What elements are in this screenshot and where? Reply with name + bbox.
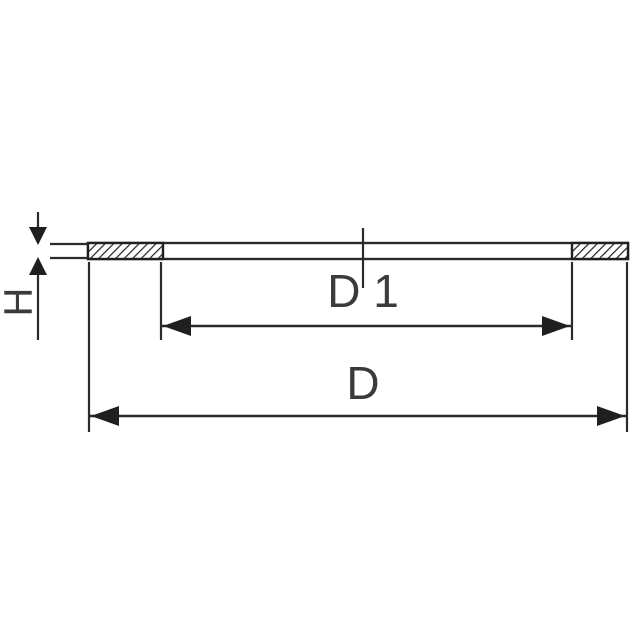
h-dimension-label: H — [0, 288, 41, 317]
d-arrowhead-right — [597, 406, 625, 426]
section-hatch-right — [570, 241, 630, 261]
washer-body — [86, 241, 630, 261]
h-dimension-group: H — [0, 212, 88, 340]
h-arrowhead-bottom — [29, 257, 47, 275]
d-dimension-group: D — [87, 262, 629, 432]
washer-outline — [86, 241, 630, 261]
d1-arrowhead-left — [163, 316, 191, 336]
d1-arrowhead-right — [542, 316, 570, 336]
d1-dimension-label: D 1 — [327, 265, 399, 317]
section-hatch-left — [86, 241, 165, 261]
h-arrowhead-top — [29, 227, 47, 245]
d-arrowhead-left — [91, 406, 119, 426]
d1-dimension-group: D 1 — [159, 262, 574, 340]
d-dimension-label: D — [346, 357, 379, 409]
